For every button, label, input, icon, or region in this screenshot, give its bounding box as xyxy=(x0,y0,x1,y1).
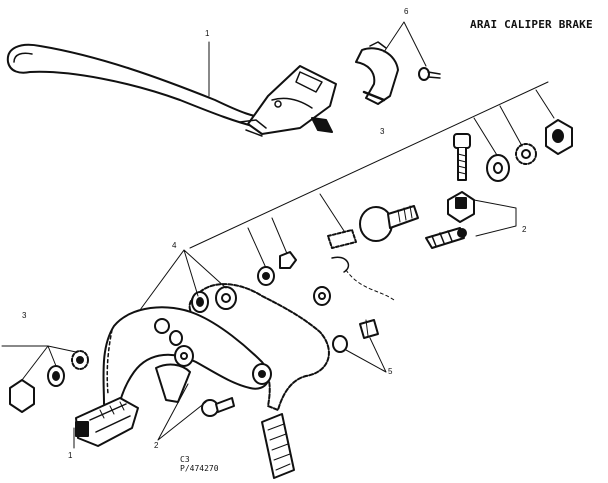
leader-line-lower-arm xyxy=(157,383,207,441)
barrel-adjuster xyxy=(332,319,379,353)
pivot-bolt xyxy=(453,133,471,181)
clip-screw xyxy=(418,67,441,81)
callout-pivot-bolt: 2 xyxy=(522,225,527,234)
drawing-identifier: C3 P/474270 xyxy=(180,455,219,473)
leader-line-clip xyxy=(383,21,427,67)
nut-small xyxy=(279,251,297,269)
leader-line-pivot-set xyxy=(139,249,227,311)
leader-line-left-hardware xyxy=(1,345,77,381)
drawing-code: C3 xyxy=(180,455,190,464)
pivot-washers xyxy=(169,291,209,346)
star-washer xyxy=(515,143,537,165)
callout-pivot-set: 4 xyxy=(172,241,177,250)
callout-arm-hardware: 3 xyxy=(380,127,385,136)
callout-brake-shoe: 1 xyxy=(68,451,73,460)
callout-line-arm-hardware xyxy=(189,81,549,249)
left-washer xyxy=(47,365,65,387)
brake-lever xyxy=(6,43,337,137)
center-pivot-bolt xyxy=(327,205,419,249)
brake-shoe-holder-right xyxy=(261,413,295,479)
acorn-nut xyxy=(545,119,573,155)
callout-lower-arm: 2 xyxy=(154,441,159,450)
callout-spokes-arm-hardware xyxy=(247,89,555,269)
adjuster-block xyxy=(447,191,475,223)
cable-clip xyxy=(355,41,399,105)
callout-adjuster: 5 xyxy=(388,367,393,376)
left-cap-nut xyxy=(9,379,35,413)
callout-side-hardware: 3 xyxy=(22,311,27,320)
callout-lever: 1 xyxy=(205,29,210,38)
left-star-washer xyxy=(71,350,89,370)
washer-small xyxy=(257,266,275,286)
spring-clip xyxy=(331,256,395,301)
drawing-number: P/474270 xyxy=(180,464,219,473)
lower-arm-link xyxy=(155,363,191,403)
diagram-title: ARAI CALIPER BRAKE xyxy=(470,18,593,31)
brake-shoe-holder-left xyxy=(75,397,139,447)
cup-washer xyxy=(486,154,510,182)
lower-arm-bolt xyxy=(201,397,235,417)
callout-clip-screw: 6 xyxy=(404,7,409,16)
leader-line-adjuster xyxy=(473,199,517,237)
leader-line-adjuster-5 xyxy=(345,337,387,373)
adjuster-screw xyxy=(425,227,467,249)
